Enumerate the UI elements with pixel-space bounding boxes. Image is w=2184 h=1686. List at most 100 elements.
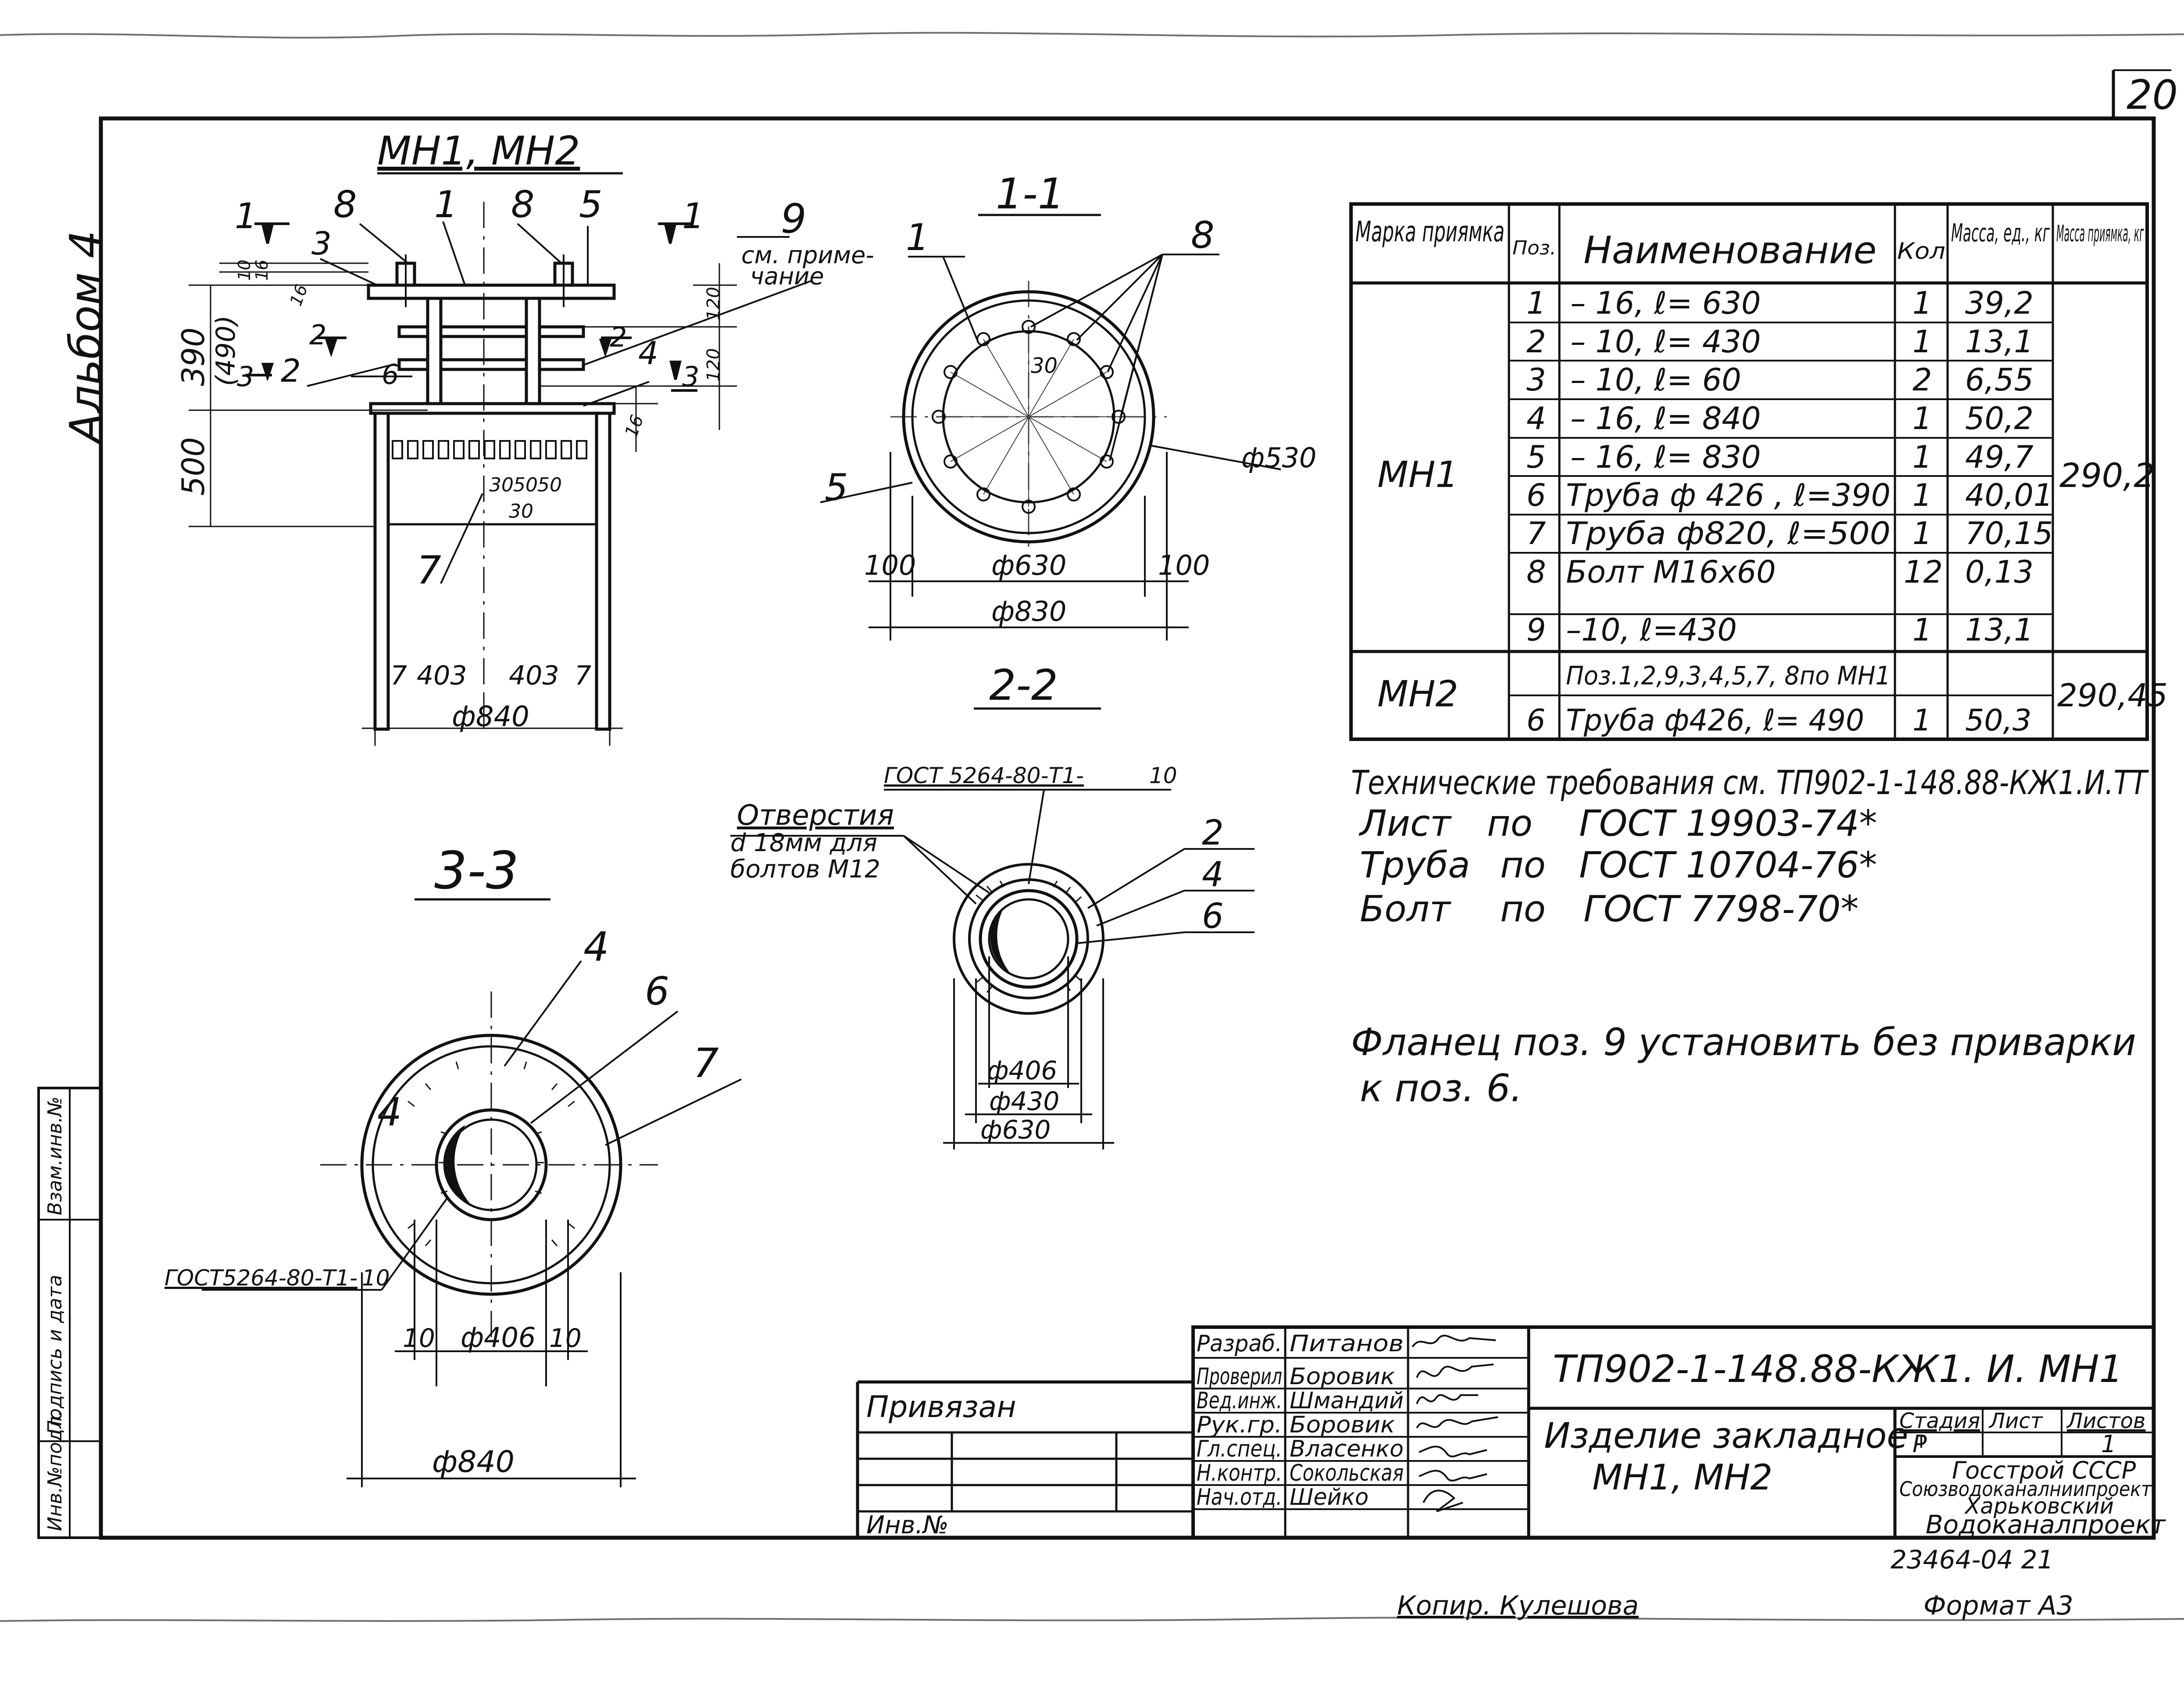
leader-8-left: 8 xyxy=(333,183,357,226)
org-line2: Союзводоканалниипроект xyxy=(1899,1477,2152,1501)
row4-mass: 50,2 xyxy=(1965,401,2034,437)
sec33-leader-7: 7 xyxy=(693,1040,719,1087)
row7-mass: 70,15 xyxy=(1965,515,2053,551)
dim-right-120a: 120 xyxy=(704,287,724,320)
th-name: Наименование xyxy=(1583,229,1877,272)
row7-name: Труба ф820, ℓ=500 xyxy=(1566,515,1891,551)
th-mass-unit: Масса, ед., кг xyxy=(1951,219,2050,247)
weld-50a: 50 xyxy=(513,474,538,496)
note-ref-line2: чание xyxy=(750,262,824,290)
row4-pos: 4 xyxy=(1526,401,1546,437)
dim-right-120b: 120 xyxy=(704,348,724,382)
dim-top-16b: 16 xyxy=(286,282,311,308)
sec11-leader-5: 5 xyxy=(825,466,848,509)
sec11-dim-830: ф830 xyxy=(991,595,1066,627)
dim-bottom-403a: 403 xyxy=(417,660,467,691)
sec22-leader-4: 4 xyxy=(1202,855,1224,895)
cut-3-right: 3 xyxy=(682,361,699,393)
dim-top-16a: 16 xyxy=(252,260,272,281)
note-sheet-label: Лист xyxy=(1358,803,1452,845)
cut-2-left: 2 xyxy=(309,319,326,351)
row7-pos: 7 xyxy=(1526,515,1546,551)
row8-pos: 8 xyxy=(1526,554,1546,590)
mn2-row2-qty: 1 xyxy=(1912,703,1931,738)
sec22-gost: ГОСТ 5264-80-Т1- xyxy=(884,763,1084,788)
elevation-title: МН1, МН2 xyxy=(377,128,580,174)
leader-8-right: 8 xyxy=(511,183,534,226)
leader-3: 3 xyxy=(311,225,332,262)
row2-mass: 13,1 xyxy=(1965,324,2034,360)
th-mark: Марка приямка xyxy=(1355,216,1505,248)
group-mark-mn1: МН1 xyxy=(1377,454,1458,496)
leader-9: 9 xyxy=(781,195,807,242)
sec22-title: 2-2 xyxy=(989,661,1058,710)
leader-6: 6 xyxy=(382,358,399,390)
sheet-header: Лист xyxy=(1988,1409,2044,1433)
row4-qty: 1 xyxy=(1912,401,1932,437)
sec33-dim-10a: 10 xyxy=(403,1323,435,1353)
signer-role-1: Разраб. xyxy=(1197,1331,1282,1357)
row4-name: – 16, ℓ= 840 xyxy=(1570,401,1761,437)
signer-name-7: Шейко xyxy=(1290,1484,1369,1511)
sec11-dim-630: ф630 xyxy=(991,549,1066,581)
row5-name: – 16, ℓ= 830 xyxy=(1570,439,1761,475)
group-total-mn2: 290,45 xyxy=(2057,677,2168,714)
org-line1: Госстрой СССР xyxy=(1952,1457,2136,1484)
signer-name-4: Боровик xyxy=(1290,1412,1395,1438)
title-block: Привязан Инв.№ Разраб. Питанов Проверил … xyxy=(856,1325,2166,1621)
album-label: Альбом 4 xyxy=(60,230,111,446)
row3-mass: 6,55 xyxy=(1965,362,2034,398)
dim-bottom-7b: 7 xyxy=(575,660,591,691)
note-pipe-po: по xyxy=(1500,845,1546,886)
sec11-leader-1: 1 xyxy=(906,216,929,259)
elevation-dims xyxy=(189,262,737,746)
flange-note-line2: к поз. 6. xyxy=(1360,1067,1523,1110)
stage-value: Р xyxy=(1912,1430,1927,1458)
th-mass-pit: Масса приямка, кг xyxy=(2056,221,2144,247)
row2-name: – 10, ℓ= 430 xyxy=(1570,324,1761,360)
signer-role-5: Гл.спец. xyxy=(1197,1436,1282,1462)
note-bolt-gost: ГОСТ 7798-70* xyxy=(1583,888,1859,930)
th-qty: Кол xyxy=(1897,238,1945,265)
row6-mass: 40,01 xyxy=(1965,477,2053,513)
cut-1-left: 1 xyxy=(235,196,257,236)
drawing-name-line1: Изделие закладное xyxy=(1544,1415,1909,1456)
sheet-format: Формат А3 xyxy=(1923,1590,2073,1621)
copied-by: Копир. Кулешова xyxy=(1397,1590,1639,1621)
group-mark-mn2: МН2 xyxy=(1377,673,1458,715)
mn2-rows: Поз.1,2,9,3,4,5,7, 8по МН1 6 Труба ф426,… xyxy=(1526,661,2031,738)
row6-name: Труба ф 426 , ℓ=390 xyxy=(1566,477,1891,513)
dim-390: 390 xyxy=(175,327,211,386)
sec33-title: 3-3 xyxy=(434,840,519,901)
row6-pos: 6 xyxy=(1526,477,1546,513)
section-3-3: 3-3 xyxy=(164,840,742,1487)
th-pos: Поз. xyxy=(1512,237,1556,259)
dim-top-10: 10 xyxy=(235,260,254,281)
row2-qty: 1 xyxy=(1912,324,1932,360)
sec11-dim-100b: 100 xyxy=(1158,549,1210,581)
strip-signature-date: Подпись и дата xyxy=(44,1275,66,1435)
signer-name-5: Власенко xyxy=(1290,1436,1404,1462)
sec22-leader-6: 6 xyxy=(1202,897,1224,936)
row1-name: – 16, ℓ= 630 xyxy=(1570,285,1761,321)
sec22-leader-2: 2 xyxy=(1202,813,1224,853)
signer-role-3: Вед.инж. xyxy=(1197,1388,1282,1414)
sec33-dim-10b: 10 xyxy=(549,1323,582,1353)
drawing-name-line2: МН1, МН2 xyxy=(1592,1457,1773,1498)
cut-1-right: 1 xyxy=(682,196,704,236)
row1-pos: 1 xyxy=(1526,285,1546,321)
leader-5: 5 xyxy=(579,183,602,226)
sheets-header: Листов xyxy=(2066,1409,2145,1433)
dim-490: (490) xyxy=(211,315,241,386)
sec33-dim-840: ф840 xyxy=(432,1445,515,1479)
sec11-title: 1-1 xyxy=(996,169,1065,218)
org-line3: Харьковский xyxy=(1964,1493,2114,1519)
row1-qty: 1 xyxy=(1912,285,1932,321)
note-bolt-po: по xyxy=(1500,888,1546,930)
mn2-row2-name: Труба ф426, ℓ= 490 xyxy=(1566,703,1864,738)
mn1-rows: 1 – 16, ℓ= 630 1 39,2 2 – 10, ℓ= 430 1 1… xyxy=(1526,285,2053,648)
section-1-1: 1-1 xyxy=(820,169,1316,641)
row7-qty: 1 xyxy=(1912,515,1932,551)
sec22-dim-430: ф430 xyxy=(989,1086,1059,1116)
signers: Разраб. Питанов Проверил Боровик Вед.инж… xyxy=(1197,1331,1404,1511)
